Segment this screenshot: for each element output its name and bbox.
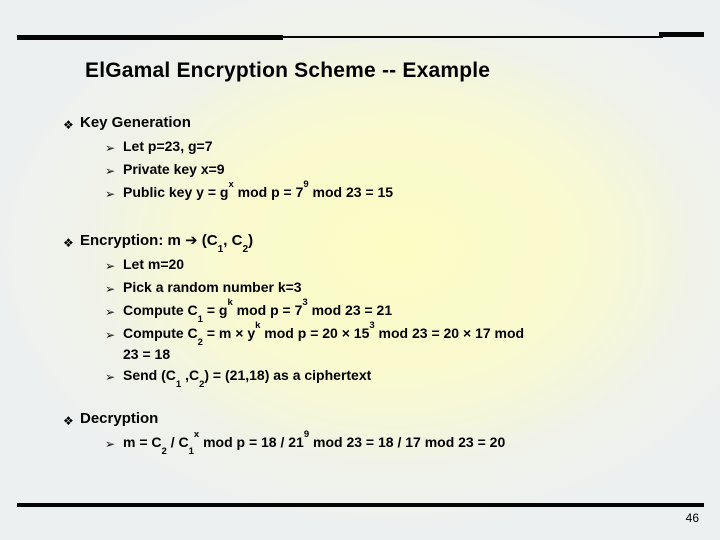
text-segment: 9 — [303, 179, 309, 191]
text-segment: mod p = 7 — [232, 302, 303, 318]
text-segment: Compute C — [123, 302, 198, 318]
text-segment: 2 — [197, 336, 203, 348]
bullet-item-text: Private key x=9 — [123, 159, 225, 180]
bullet-item-text: Compute C1 = gk mod p = 73 mod 23 = 21 — [123, 297, 393, 324]
section-heading-text: Key Generation — [80, 112, 191, 133]
bullet-item-text: m = C2 / C1 x mod p = 18 / 219 mod 23 = 1… — [123, 429, 506, 456]
text-segment: k — [255, 320, 261, 332]
text-segment: , C — [223, 232, 243, 249]
text-segment: ,C — [181, 367, 200, 383]
text-segment: 3 — [369, 320, 375, 332]
bullet-item: ➢ Compute C1 = gk mod p = 73 mod 23 = 21 — [105, 297, 673, 324]
bullet-item: ➢ Let p=23, g=7 — [105, 136, 673, 159]
text-segment: Send (C — [123, 367, 176, 383]
text-segment: mod 23 = 18 / 17 mod 23 = 20 — [309, 434, 506, 450]
bullet-item-text: Pick a random number k=3 — [123, 277, 302, 298]
text-segment: mod 23 = 21 — [307, 302, 393, 318]
arrowhead-bullet-icon: ➢ — [105, 437, 116, 451]
text-segment: Pick a random number k=3 — [123, 279, 302, 295]
bullet-item-text: Let p=23, g=7 — [123, 136, 212, 157]
text-segment: 1 — [197, 313, 203, 325]
text-segment: 2 — [199, 378, 205, 390]
arrowhead-bullet-icon: ➢ — [105, 305, 116, 319]
diamond-bullet-icon: ❖ — [63, 118, 74, 132]
text-segment: (C — [197, 232, 218, 249]
text-segment: Decryption — [80, 410, 159, 427]
text-segment: 1 — [188, 445, 194, 457]
bullet-item: ➢ Private key x=9 — [105, 159, 673, 182]
section-heading: ❖ Key Generation — [63, 112, 673, 136]
text-segment: ) — [248, 232, 254, 249]
text-segment: 23 = 18 — [123, 346, 171, 362]
bullet-item: ➢ Send (C1 ,C2) = (21,18) as a ciphertext — [105, 365, 673, 389]
text-segment: Encryption: m — [80, 232, 186, 249]
bullet-item: ➢ m = C2 / C1 x mod p = 18 / 219 mod 23 = … — [105, 429, 673, 456]
text-segment: mod 23 = 20 × 17 mod — [374, 325, 525, 341]
bullet-section: ❖ Key Generation ➢ Let p=23, g=7 ➢ Private ke… — [63, 112, 673, 205]
top-rule-thick-right — [659, 32, 704, 37]
top-rule-thick-left — [17, 35, 283, 40]
bullet-item: ➢ Public key y = gx mod p = 79 mod 23 = 1… — [105, 179, 673, 205]
section-heading-text: Decryption — [80, 408, 158, 429]
text-segment: Key Generation — [80, 114, 191, 131]
top-rule-thin — [17, 36, 663, 38]
bullet-item-text: Let m=20 — [123, 254, 184, 275]
page-number: 46 — [685, 511, 699, 525]
text-segment: 9 — [303, 429, 310, 441]
section-heading: ❖ Decryption — [63, 408, 673, 432]
bottom-rule — [17, 503, 704, 507]
section-heading-text: Encryption: m ➔ (C1, C2) — [80, 230, 254, 255]
text-segment: / C — [166, 434, 189, 450]
bullet-item: ➢ Compute C2 = m × yk mod p = 20 × 153 mo… — [105, 320, 673, 365]
text-segment: Let p=23, g=7 — [123, 138, 213, 154]
text-segment: x — [228, 179, 234, 191]
text-segment: k — [227, 297, 233, 309]
section-heading: ❖ Encryption: m ➔ (C1, C2) — [63, 230, 673, 255]
text-segment: Private key x=9 — [123, 161, 225, 177]
arrowhead-bullet-icon: ➢ — [105, 141, 116, 155]
text-segment: x — [193, 429, 200, 441]
arrowhead-bullet-icon: ➢ — [105, 282, 116, 296]
text-segment: mod p = 7 — [233, 184, 304, 200]
diamond-bullet-icon: ❖ — [63, 414, 74, 428]
right-arrow-icon: ➔ — [185, 232, 198, 249]
text-segment: 2 — [242, 244, 249, 256]
text-segment: = m × y — [202, 325, 256, 341]
slide-content: ❖ Key Generation ➢ Let p=23, g=7 ➢ Private ke… — [63, 112, 673, 456]
bullet-item-text: Compute C2 = m × yk mod p = 20 × 153 mod… — [123, 320, 525, 365]
arrowhead-bullet-icon: ➢ — [105, 259, 116, 273]
text-segment: Let m=20 — [123, 256, 185, 272]
arrowhead-bullet-icon: ➢ — [105, 187, 116, 201]
text-segment: ) = (21,18) as a ciphertext — [204, 367, 372, 383]
text-segment: Public key y = g — [123, 184, 229, 200]
text-segment: 2 — [161, 445, 167, 457]
slide-title: ElGamal Encryption Scheme -- Example — [85, 59, 491, 82]
text-segment: Compute C — [123, 325, 198, 341]
arrowhead-bullet-icon: ➢ — [105, 164, 116, 178]
text-segment: mod 23 = 15 — [308, 184, 394, 200]
text-segment: m = C — [123, 434, 162, 450]
bullet-item-text: Public key y = gx mod p = 79 mod 23 = 15 — [123, 179, 394, 203]
bullet-item-text: Send (C1 ,C2) = (21,18) as a ciphertext — [123, 365, 372, 389]
bullet-section: ❖ Decryption ➢ m = C2 / C1 x mod p = 18 / 21… — [63, 408, 673, 456]
bullet-item: ➢ Pick a random number k=3 — [105, 277, 673, 300]
text-segment: 1 — [175, 378, 182, 390]
arrowhead-bullet-icon: ➢ — [105, 370, 116, 384]
text-segment: 1 — [217, 244, 224, 256]
arrowhead-bullet-icon: ➢ — [105, 328, 116, 342]
text-segment: = g — [202, 302, 228, 318]
bullet-section: ❖Encryption: m ➔ (C1, C2)➢Let m=20➢Pick … — [63, 230, 673, 389]
text-segment: mod p = 18 / 21 — [199, 434, 304, 450]
diamond-bullet-icon: ❖ — [63, 236, 74, 250]
text-segment: mod p = 20 × 15 — [260, 325, 370, 341]
bullet-item: ➢ Let m=20 — [105, 254, 673, 277]
text-segment: 3 — [302, 297, 308, 309]
